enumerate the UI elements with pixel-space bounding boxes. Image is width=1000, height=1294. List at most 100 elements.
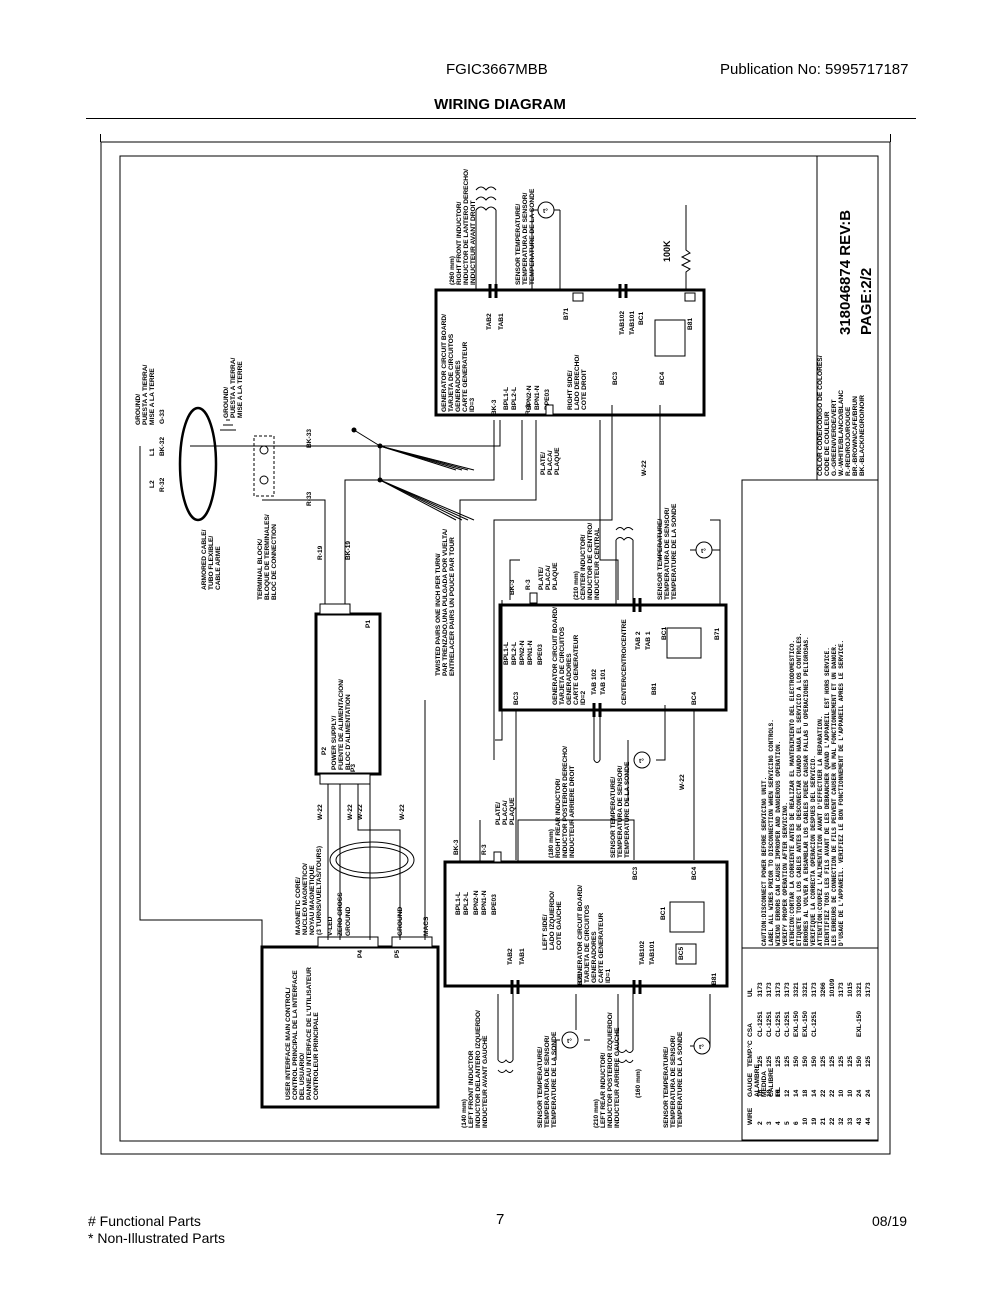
table-cell: 44 — [865, 1117, 872, 1125]
wire-label: W-22 — [347, 804, 354, 820]
table-cell: 19 — [811, 1117, 818, 1125]
board-title-line: GENERATOR CIRCUIT BOARD/ — [441, 314, 448, 412]
pin-label: B81 — [687, 318, 694, 330]
sensor-label: TEMPERATURA DE SENSOR/ — [522, 193, 529, 285]
pin-label: BPL2-L — [511, 642, 518, 665]
table-cell: 14 — [811, 1089, 818, 1097]
wire-label: R-3 — [481, 844, 488, 855]
ground-label: GROUND/ — [223, 387, 230, 418]
svg-text:t°: t° — [699, 1043, 704, 1051]
svg-text:t°: t° — [639, 757, 644, 765]
plate-label: PLACA/ — [545, 565, 552, 590]
plate-label: PLAQUE — [552, 562, 559, 590]
pin-label: BPL1-L — [503, 642, 510, 665]
twisted-label: TWISTED PAIRS ONE INCH PER TURN/ — [435, 553, 442, 676]
color-code-line: CODE DE COULEUR — [824, 411, 831, 476]
table-subheader: ALAMBRE — [754, 1063, 761, 1097]
wire-label: R-19 — [317, 545, 324, 560]
inductor-label: CENTER INDUCTOR/ — [580, 534, 587, 600]
right-rear-inductor: t° (180 mm) RIGHT REAR INDUCTOR/ INDUCTO… — [548, 705, 666, 858]
pin-label: BPL1-L — [503, 387, 510, 410]
board-side-line: LADO DERECHO/ — [574, 355, 581, 410]
caution-line: WIRING ERRORS CAN CAUSE IMPROPER AND DAN… — [775, 741, 782, 946]
table-cell: CL-1251 — [811, 1011, 818, 1037]
table-cell: 16 — [757, 1089, 764, 1097]
table-cell: 5 — [784, 1121, 791, 1125]
table-cell: 22 — [829, 1089, 836, 1097]
footnote-functional: # Functional Parts — [88, 1213, 201, 1229]
pin-label: BPL2-L — [511, 387, 518, 410]
wire-label: BK-19 — [345, 541, 352, 560]
center-generator-board: GENERATOR CIRCUIT BOARD/ TARJETA DE CIRC… — [498, 503, 728, 717]
footnote-non-illustrated: * Non-Illustrated Parts — [88, 1230, 225, 1246]
wire-label: R-33 — [306, 491, 313, 506]
caution-line: CAUTION:DISCONNECT POWER BEFORE SERVICIN… — [761, 777, 768, 946]
caution-line: ATTENTION:COUPEZ L'ALIMENTATION AVANT D'… — [817, 716, 824, 946]
board-title-line: GENERADORES — [591, 931, 598, 983]
table-cell: 1015 — [847, 982, 854, 997]
board-title-line: CARTE GENERATEUR — [462, 342, 469, 412]
ui-board-label: PANNEAU INTERFACE DE L'UTILISATEUR — [306, 967, 313, 1100]
terminal-label: BLOC DE CONNECTION — [271, 524, 278, 600]
inductor-label: (140 mm) — [461, 1099, 468, 1128]
pin-label: TAB102 — [619, 311, 626, 335]
magnetic-core-label: MAGNETIC CORE/ — [295, 877, 302, 935]
table-subheader: FIL — [775, 1087, 782, 1097]
pin-label: TAB101 — [649, 941, 656, 965]
table-cell: 125 — [775, 1056, 782, 1067]
frame-corner-mark — [890, 134, 891, 142]
table-subheader: CALIBRE — [768, 1067, 775, 1097]
pin-label: BPN2-N — [519, 640, 526, 665]
table-cell: 10 — [847, 1089, 854, 1097]
revision-date: 08/19 — [872, 1213, 908, 1229]
table-cell: 21 — [820, 1117, 827, 1125]
board-side-line: COTE DROIT — [581, 369, 588, 410]
wire-label: R-32 — [159, 477, 166, 492]
table-cell: 150 — [856, 1056, 863, 1067]
sensor-label: SENSOR TEMPERATURE/ — [537, 1047, 544, 1128]
table-cell: 125 — [820, 1056, 827, 1067]
wire-label: BK-32 — [159, 437, 166, 456]
plate-label: PLAQUE — [554, 447, 561, 475]
pin-label: BC1 — [638, 311, 645, 325]
inductor-label: INDUCTEUR ARRIERE GAUCHE — [614, 1027, 621, 1128]
wire-label: G-33 — [159, 409, 166, 424]
wire-label: W-22 — [641, 460, 648, 476]
sensor-label: SENSOR TEMPERATURE/ — [515, 204, 522, 285]
table-cell: 3173 — [784, 982, 791, 997]
pin-label: BC3 — [513, 691, 520, 705]
inductor-label: INDUCTOR POSTERIOR DERECHO/ — [562, 746, 569, 858]
table-cell: 125 — [766, 1056, 773, 1067]
table-cell: 3 — [766, 1121, 773, 1125]
caution-text: CAUTION:DISCONNECT POWER BEFORE SERVICIN… — [761, 633, 845, 946]
board-title-line: CARTE GENERATEUR — [598, 913, 605, 983]
caution-line: VERIFIQUE LA CORRECTA OPERACION DESPUES … — [810, 755, 817, 946]
pin-label: BPN1-N — [481, 890, 488, 915]
table-cell: 125 — [829, 1056, 836, 1067]
armored-label: TUBO FLEXIBLE/ — [208, 536, 215, 590]
table-cell: 3173 — [811, 982, 818, 997]
caution-line: ATENCION:CORTAR LA CORRIENTE ANTES DE RE… — [789, 640, 796, 946]
pin-label: BPE03 — [544, 389, 551, 410]
left-generator-board: GENERATOR CIRCUIT BOARD/ TARJETA DE CIRC… — [443, 860, 729, 1073]
wire-label: V-LED — [327, 916, 334, 936]
svg-text:t°: t° — [567, 1037, 572, 1045]
table-cell: 3173 — [775, 982, 782, 997]
table-cell: 43 — [856, 1117, 863, 1125]
sensor-label: TEMPERATURE DE LA SONDE — [551, 1031, 558, 1128]
pin-label: TAB 101 — [600, 669, 607, 695]
table-cell: 10109 — [829, 978, 836, 997]
table-cell: CL-1251 — [757, 1011, 764, 1037]
board-title-line: GENERADORES — [566, 653, 573, 705]
pin-label: P4 — [357, 950, 364, 958]
inductor-label: INDUCTOR DELANTERO IZQUIERDO/ — [475, 1010, 482, 1128]
inductor-label: INDUCTEUR CENTRAL — [594, 528, 601, 600]
plate-label: PLAQUE — [509, 797, 516, 825]
board-side-line: CENTER/CENTRO/CENTRE — [621, 619, 628, 705]
table-cell: 125 — [784, 1056, 791, 1067]
inductor-label: (210 mm) — [593, 1099, 600, 1128]
color-code-line: COLOR CODE/CODIGO DE COLORES/ — [817, 355, 824, 476]
board-title-line: ID=2 — [580, 691, 587, 705]
plate-label: PLATE/ — [495, 802, 502, 825]
